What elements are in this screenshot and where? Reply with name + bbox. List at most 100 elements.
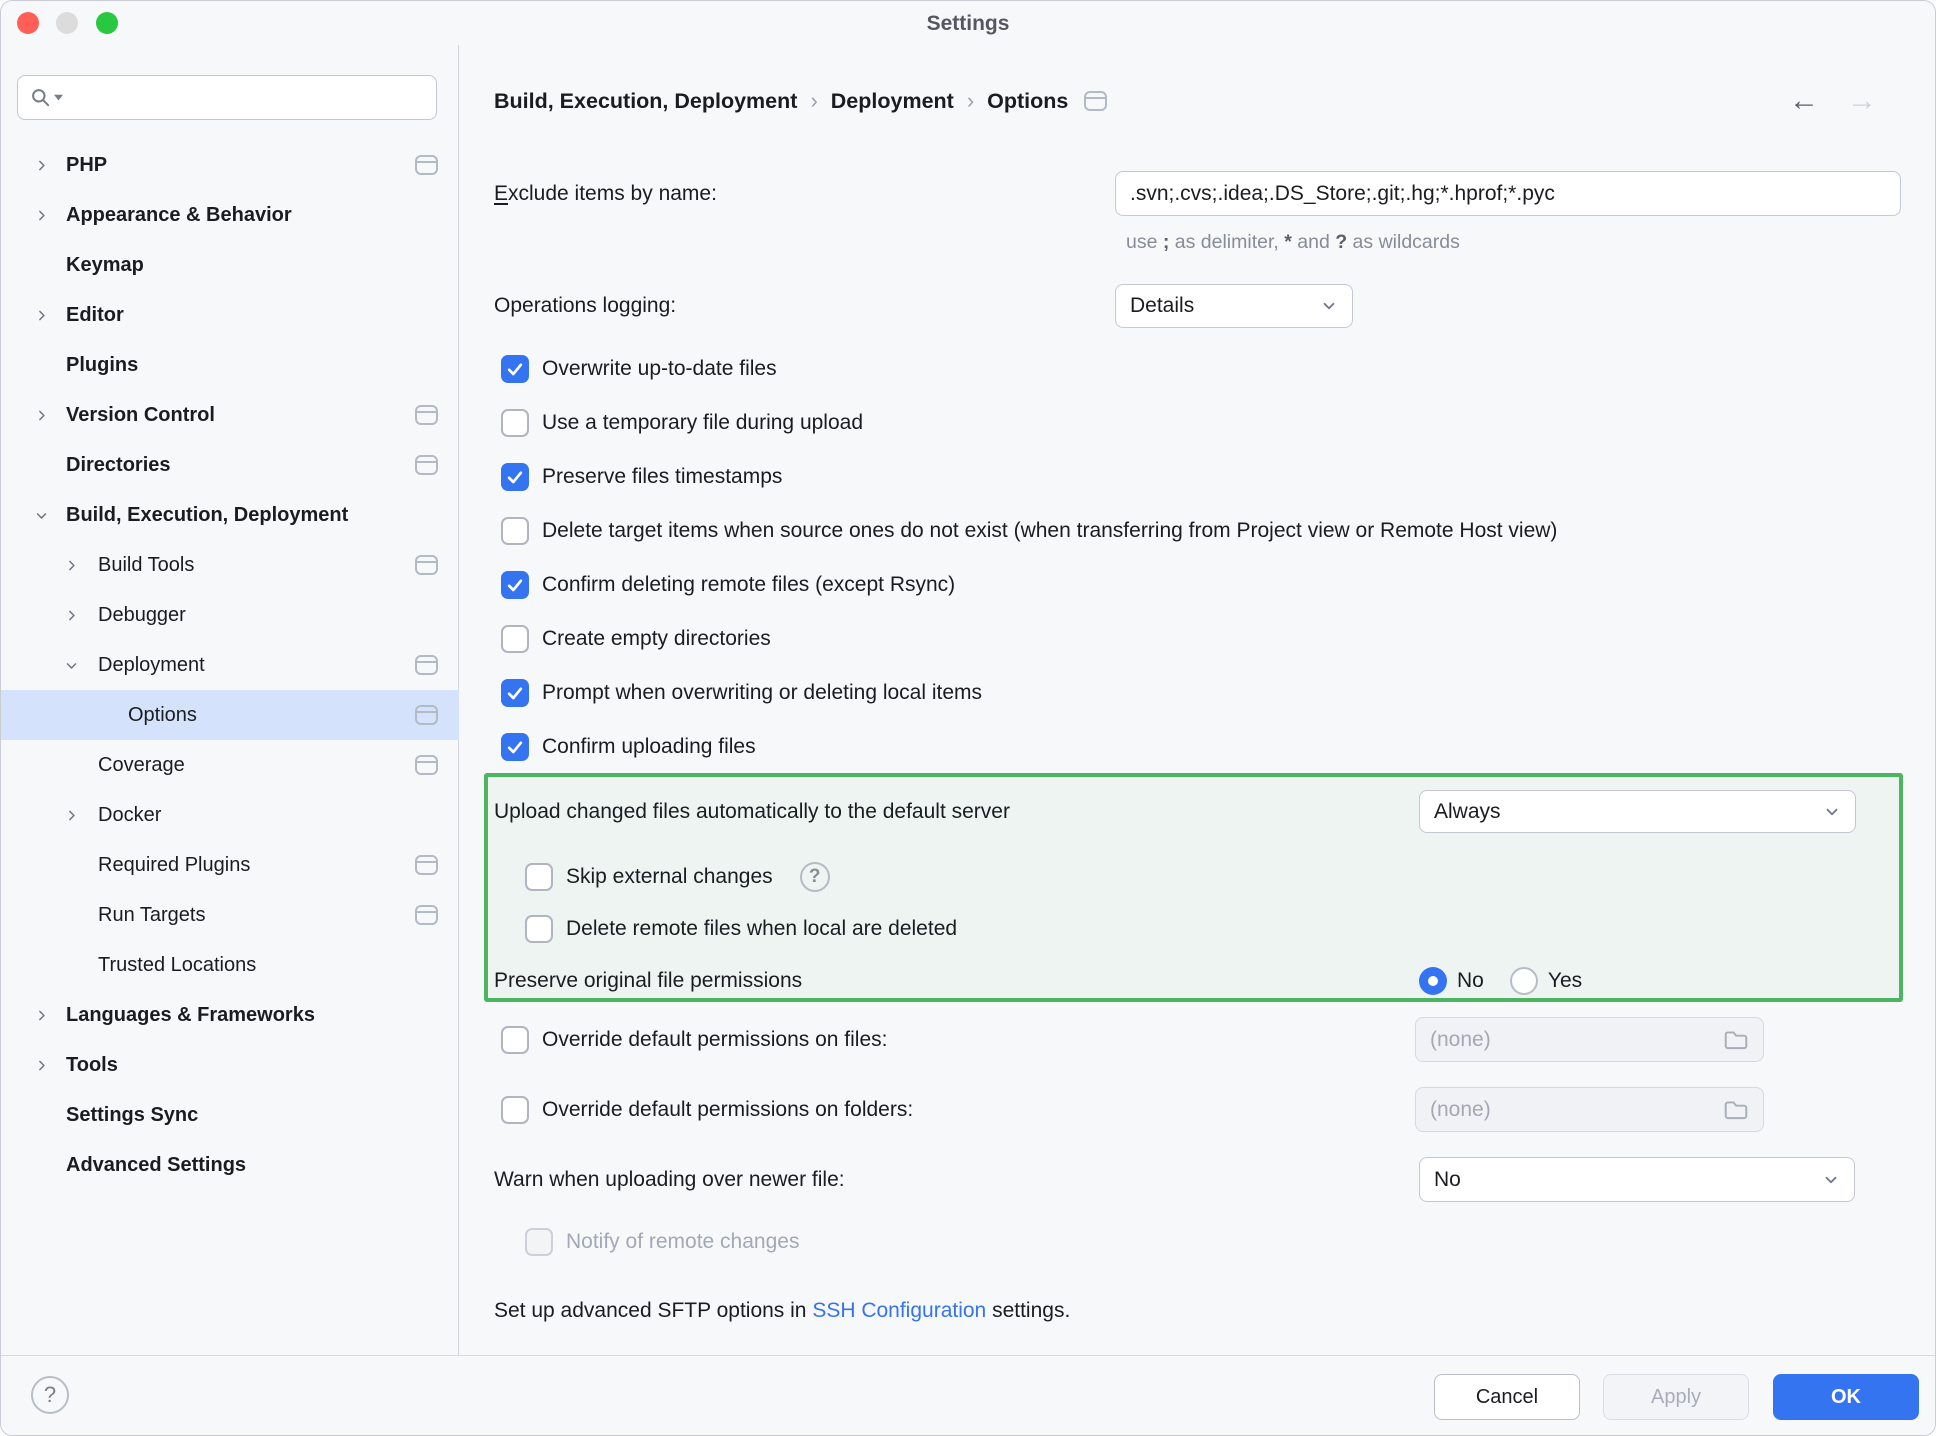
- chevron-down-icon[interactable]: [35, 509, 48, 522]
- warn-newer-select[interactable]: No: [1419, 1157, 1855, 1202]
- sidebar-item-tools[interactable]: Tools: [1, 1040, 459, 1090]
- checkbox-unchecked[interactable]: [501, 625, 529, 653]
- sidebar-item-trusted-locations[interactable]: Trusted Locations: [1, 940, 459, 990]
- chevron-right-icon[interactable]: [35, 309, 48, 322]
- checkbox[interactable]: [501, 1095, 529, 1124]
- breadcrumb-separator: ›: [810, 88, 818, 113]
- checkbox-row-override-folders[interactable]: Override default permissions on folders:: [501, 1087, 913, 1132]
- sidebar-item-build-execution-deployment[interactable]: Build, Execution, Deployment: [1, 490, 459, 540]
- checkbox-label: Override default permissions on files:: [542, 1027, 888, 1051]
- chevron-down-icon[interactable]: [65, 659, 78, 672]
- chevron-right-icon[interactable]: [65, 559, 78, 572]
- chevron-right-icon[interactable]: [35, 1059, 48, 1072]
- radio-unselected[interactable]: [1509, 967, 1538, 995]
- checkbox-unchecked[interactable]: [501, 409, 529, 437]
- sidebar-item-coverage[interactable]: Coverage: [1, 740, 459, 790]
- zoom-button[interactable]: [96, 12, 118, 34]
- sidebar-item-appearance-behavior[interactable]: Appearance & Behavior: [1, 190, 459, 240]
- sidebar-item-php[interactable]: PHP: [1, 140, 459, 190]
- sidebar-item-docker[interactable]: Docker: [1, 790, 459, 840]
- sidebar-item-plugins[interactable]: Plugins: [1, 340, 459, 390]
- chevron-right-icon[interactable]: [35, 409, 48, 422]
- chevron-right-icon[interactable]: [65, 609, 78, 622]
- checkbox-row-delete-target-items-when-source-ones-do-[interactable]: Delete target items when source ones do …: [501, 504, 1557, 558]
- radio-option-no[interactable]: No: [1419, 967, 1484, 995]
- checkbox-checked[interactable]: [501, 355, 529, 383]
- sidebar-item-debugger[interactable]: Debugger: [1, 590, 459, 640]
- checkbox-row-confirm-deleting-remote-files-except-rsy[interactable]: Confirm deleting remote files (except Rs…: [501, 558, 1557, 612]
- search-options-arrow-icon: [54, 94, 63, 101]
- checkbox-row-confirm-uploading-files[interactable]: Confirm uploading files: [501, 720, 1557, 774]
- help-icon[interactable]: ?: [799, 862, 830, 892]
- checkbox-row-override-files[interactable]: Override default permissions on files:: [501, 1017, 888, 1062]
- sidebar-item-options[interactable]: Options: [1, 690, 459, 740]
- checkbox-row-overwrite-up-to-date-files[interactable]: Overwrite up-to-date files: [501, 342, 1557, 396]
- radio-option-yes[interactable]: Yes: [1509, 967, 1582, 995]
- close-button[interactable]: [17, 12, 39, 34]
- sidebar-item-directories[interactable]: Directories: [1, 440, 459, 490]
- upload-auto-select[interactable]: Always: [1419, 790, 1856, 833]
- radio-selected[interactable]: [1419, 967, 1447, 995]
- checkbox-unchecked[interactable]: [501, 517, 529, 545]
- apply-button: Apply: [1603, 1374, 1749, 1420]
- back-arrow-icon[interactable]: ←: [1789, 84, 1819, 117]
- checkbox-row-skip-external-changes[interactable]: Skip external changes ?: [525, 862, 830, 892]
- override-files-path-field: (none): [1415, 1017, 1764, 1062]
- chevron-right-icon[interactable]: [35, 159, 48, 172]
- checkbox-checked[interactable]: [501, 679, 529, 707]
- upload-auto-label: Upload changed files automatically to th…: [494, 800, 1010, 823]
- search-input[interactable]: [71, 85, 424, 110]
- sidebar-item-editor[interactable]: Editor: [1, 290, 459, 340]
- hint-text: *: [1284, 231, 1292, 253]
- checkbox-label: Override default permissions on folders:: [542, 1097, 914, 1121]
- project-scope-icon: [415, 705, 438, 725]
- sidebar-item-label: Directories: [66, 453, 171, 476]
- sidebar-item-settings-sync[interactable]: Settings Sync: [1, 1090, 459, 1140]
- project-scope-icon: [415, 405, 438, 425]
- sidebar-item-advanced-settings[interactable]: Advanced Settings: [1, 1140, 459, 1190]
- folder-icon: [1723, 1029, 1749, 1051]
- chevron-right-icon[interactable]: [35, 1009, 48, 1022]
- checkbox[interactable]: [501, 1025, 529, 1054]
- breadcrumb-segment-build-execution-deployment[interactable]: Build, Execution, Deployment: [494, 88, 798, 113]
- sidebar-item-languages-frameworks[interactable]: Languages & Frameworks: [1, 990, 459, 1040]
- breadcrumb-segment-deployment[interactable]: Deployment: [830, 88, 954, 113]
- checkbox-checked[interactable]: [501, 463, 529, 491]
- sidebar-item-deployment[interactable]: Deployment: [1, 640, 459, 690]
- checkbox-row-use-a-temporary-file-during-upload[interactable]: Use a temporary file during upload: [501, 396, 1557, 450]
- checkbox-row-prompt-when-overwriting-or-deleting-loca[interactable]: Prompt when overwriting or deleting loca…: [501, 666, 1557, 720]
- hint-text: ?: [1335, 231, 1348, 253]
- checkbox-checked[interactable]: [501, 571, 529, 599]
- hint-text: and: [1291, 231, 1336, 253]
- help-icon[interactable]: ?: [31, 1376, 69, 1414]
- ssh-configuration-link[interactable]: SSH Configuration: [812, 1299, 987, 1322]
- sidebar-item-version-control[interactable]: Version Control: [1, 390, 459, 440]
- checkbox-checked[interactable]: [501, 733, 529, 761]
- sidebar-item-required-plugins[interactable]: Required Plugins: [1, 840, 459, 890]
- ok-button[interactable]: OK: [1773, 1374, 1919, 1420]
- operations-logging-select[interactable]: Details: [1115, 284, 1353, 328]
- sidebar-item-run-targets[interactable]: Run Targets: [1, 890, 459, 940]
- exclude-items-input[interactable]: [1115, 171, 1901, 216]
- sidebar-item-build-tools[interactable]: Build Tools: [1, 540, 459, 590]
- checkbox-row-delete-remote-files[interactable]: Delete remote files when local are delet…: [525, 915, 957, 943]
- checkbox-label: Create empty directories: [542, 627, 771, 650]
- checkbox[interactable]: [525, 863, 553, 891]
- search-box[interactable]: [17, 75, 437, 120]
- exclude-items-label: Exclude items by name:: [494, 182, 717, 205]
- breadcrumb-segment-options[interactable]: Options: [987, 88, 1069, 113]
- cancel-button[interactable]: Cancel: [1434, 1374, 1580, 1420]
- chevron-down-icon: [1320, 297, 1338, 315]
- warn-newer-label: Warn when uploading over newer file:: [494, 1168, 845, 1191]
- checkbox-row-preserve-files-timestamps[interactable]: Preserve files timestamps: [501, 450, 1557, 504]
- project-scope-icon: [415, 155, 438, 175]
- chevron-right-icon[interactable]: [35, 209, 48, 222]
- sidebar-item-label: Tools: [66, 1053, 118, 1076]
- sidebar-item-label: PHP: [66, 153, 108, 176]
- sidebar-item-label: Keymap: [66, 253, 144, 276]
- chevron-right-icon[interactable]: [65, 809, 78, 822]
- checkbox-row-create-empty-directories[interactable]: Create empty directories: [501, 612, 1557, 666]
- sidebar-item-keymap[interactable]: Keymap: [1, 240, 459, 290]
- checkbox[interactable]: [525, 915, 553, 943]
